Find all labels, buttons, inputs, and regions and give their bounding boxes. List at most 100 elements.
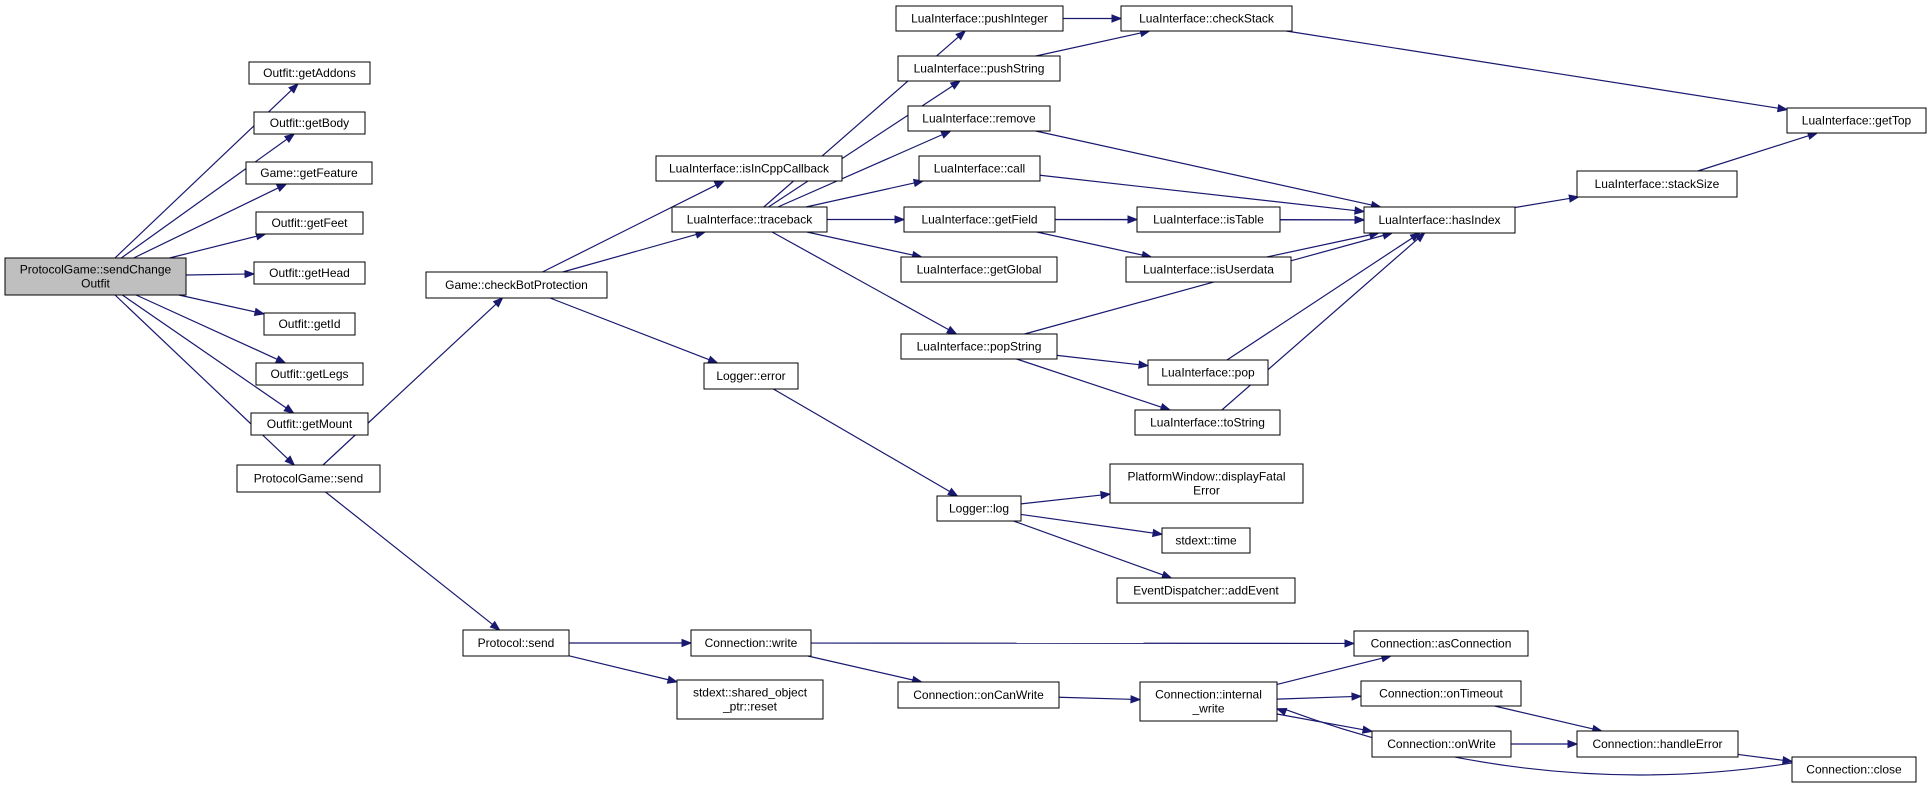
node-label: Connection::onCanWrite bbox=[913, 688, 1044, 702]
graph-node-sharedReset[interactable]: stdext::shared_object_ptr::reset bbox=[676, 679, 824, 720]
node-box bbox=[690, 629, 812, 657]
edge-internalWrite-to-onTimeout bbox=[1276, 692, 1363, 701]
graph-node-stdextTime[interactable]: stdext::time bbox=[1161, 527, 1251, 554]
edge-line bbox=[135, 294, 278, 360]
edge-onWrite-to-handleError bbox=[1511, 739, 1579, 749]
node-label: LuaInterface::getField bbox=[921, 213, 1037, 227]
graph-node-pushInteger[interactable]: LuaInterface::pushInteger bbox=[895, 5, 1064, 32]
graph-node-getHead[interactable]: Outfit::getHead bbox=[253, 261, 366, 285]
graph-node-onWrite[interactable]: Connection::onWrite bbox=[1371, 730, 1512, 758]
arrowhead bbox=[283, 133, 296, 143]
edge-handleError-to-close bbox=[1737, 753, 1794, 765]
graph-node-isUserdata[interactable]: LuaInterface::isUserdata bbox=[1125, 256, 1292, 283]
edge-line bbox=[568, 655, 669, 681]
graph-node-isInCpp[interactable]: LuaInterface::isInCppCallback bbox=[655, 155, 843, 182]
node-label: Game::getFeature bbox=[260, 166, 358, 180]
edge-traceback-to-getGlobal bbox=[806, 231, 923, 260]
graph-node-stackSize[interactable]: LuaInterface::stackSize bbox=[1576, 170, 1738, 198]
graph-node-popString[interactable]: LuaInterface::popString bbox=[900, 333, 1058, 360]
graph-node-traceback[interactable]: LuaInterface::traceback bbox=[671, 206, 828, 233]
graph-node-getMount[interactable]: Outfit::getMount bbox=[250, 412, 369, 436]
node-label: LuaInterface::traceback bbox=[687, 213, 813, 227]
edge-line bbox=[1276, 657, 1383, 685]
arrowhead bbox=[284, 455, 296, 466]
node-label: LuaInterface::pop bbox=[1161, 366, 1255, 380]
graph-node-getLegs[interactable]: Outfit::getLegs bbox=[255, 362, 364, 386]
edge-loggerLog-to-stdextTime bbox=[1020, 513, 1164, 538]
arrowhead bbox=[681, 638, 693, 648]
graph-node-protoSend[interactable]: Protocol::send bbox=[462, 629, 570, 657]
graph-node-call[interactable]: LuaInterface::call bbox=[918, 155, 1041, 182]
edge-line bbox=[1020, 513, 1154, 534]
edge-popString-to-hasIndex bbox=[1024, 231, 1394, 335]
graph-node-pushString[interactable]: LuaInterface::pushString bbox=[897, 55, 1061, 82]
graph-node-getId[interactable]: Outfit::getId bbox=[263, 312, 356, 336]
arrowhead bbox=[1354, 206, 1366, 215]
edge-traceback-to-pushString bbox=[768, 80, 962, 208]
graph-node-close[interactable]: Connection::close bbox=[1791, 756, 1917, 783]
graph-node-getGlobal[interactable]: LuaInterface::getGlobal bbox=[900, 256, 1058, 283]
edge-line bbox=[169, 235, 257, 259]
node-box bbox=[255, 362, 364, 386]
node-box bbox=[1371, 730, 1512, 758]
arrowhead bbox=[1111, 14, 1123, 23]
graph-node-remove[interactable]: LuaInterface::remove bbox=[907, 105, 1051, 132]
edge-line bbox=[325, 491, 493, 625]
graph-node-getFeet[interactable]: Outfit::getFeet bbox=[255, 211, 364, 235]
node-label: Connection::close bbox=[1806, 763, 1902, 777]
node-box bbox=[1136, 206, 1281, 233]
node-box bbox=[245, 161, 373, 185]
graph-node-toString[interactable]: LuaInterface::toString bbox=[1134, 409, 1281, 436]
graph-node-connWrite[interactable]: Connection::write bbox=[690, 629, 812, 657]
edge-protoSend-to-sharedReset bbox=[568, 655, 679, 684]
graph-node-isTable[interactable]: LuaInterface::isTable bbox=[1136, 206, 1281, 233]
edge-line bbox=[1697, 135, 1809, 172]
node-label: LuaInterface::checkStack bbox=[1139, 12, 1275, 26]
node-box bbox=[462, 629, 570, 657]
graph-node-internalWrite[interactable]: Connection::internal_write bbox=[1139, 681, 1278, 722]
node-label: Outfit::getBody bbox=[270, 116, 349, 130]
graph-node-loggerLog[interactable]: Logger::log bbox=[936, 495, 1022, 522]
node-label: PlatformWindow::displayFatal bbox=[1127, 470, 1285, 484]
arrowhead bbox=[946, 325, 958, 335]
edge-protoSend-to-connWrite bbox=[569, 638, 693, 648]
edge-line bbox=[1013, 520, 1164, 576]
graph-node-loggerError[interactable]: Logger::error bbox=[703, 362, 799, 390]
graph-node-getField[interactable]: LuaInterface::getField bbox=[903, 206, 1056, 233]
node-label: LuaInterface::getGlobal bbox=[917, 263, 1042, 277]
edge-line bbox=[807, 655, 913, 681]
graph-node-addEvent[interactable]: EventDispatcher::addEvent bbox=[1116, 577, 1296, 604]
graph-node-onCanWrite[interactable]: Connection::onCanWrite bbox=[897, 681, 1060, 709]
edge-traceback-to-popString bbox=[771, 231, 958, 335]
graph-node-pop[interactable]: LuaInterface::pop bbox=[1147, 359, 1269, 386]
node-label: _ptr::reset bbox=[722, 700, 778, 714]
edge-popString-to-toString bbox=[1016, 358, 1172, 412]
edge-loggerLog-to-addEvent bbox=[1013, 520, 1173, 579]
graph-node-asConnection[interactable]: Connection::asConnection bbox=[1353, 630, 1529, 657]
graph-node-checkStack[interactable]: LuaInterface::checkStack bbox=[1120, 5, 1293, 32]
edge-root-to-getMount bbox=[122, 294, 295, 414]
arrowhead bbox=[1568, 194, 1580, 203]
graph-node-pgSend[interactable]: ProtocolGame::send bbox=[236, 464, 381, 493]
node-box bbox=[897, 55, 1061, 82]
node-label: LuaInterface::isInCppCallback bbox=[669, 162, 830, 176]
graph-node-handleError[interactable]: Connection::handleError bbox=[1576, 730, 1739, 758]
graph-node-hasIndex[interactable]: LuaInterface::hasIndex bbox=[1363, 206, 1516, 234]
node-label: LuaInterface::hasIndex bbox=[1378, 213, 1500, 227]
graph-node-onTimeout[interactable]: Connection::onTimeout bbox=[1360, 680, 1522, 707]
arrowhead bbox=[1567, 739, 1579, 749]
node-box bbox=[1139, 681, 1278, 722]
graph-node-getBody[interactable]: Outfit::getBody bbox=[253, 111, 366, 135]
edge-line bbox=[1058, 696, 1132, 700]
graph-node-getTop[interactable]: LuaInterface::getTop bbox=[1786, 107, 1927, 134]
graph-node-checkBot[interactable]: Game::checkBotProtection bbox=[425, 271, 608, 299]
edge-onCanWrite-to-internalWrite bbox=[1058, 695, 1142, 704]
edge-root-to-getId bbox=[178, 294, 266, 316]
node-box bbox=[1791, 756, 1917, 783]
graph-node-getAddons[interactable]: Outfit::getAddons bbox=[248, 61, 371, 85]
graph-node-getFeature[interactable]: Game::getFeature bbox=[245, 161, 373, 185]
edge-line bbox=[120, 138, 288, 259]
